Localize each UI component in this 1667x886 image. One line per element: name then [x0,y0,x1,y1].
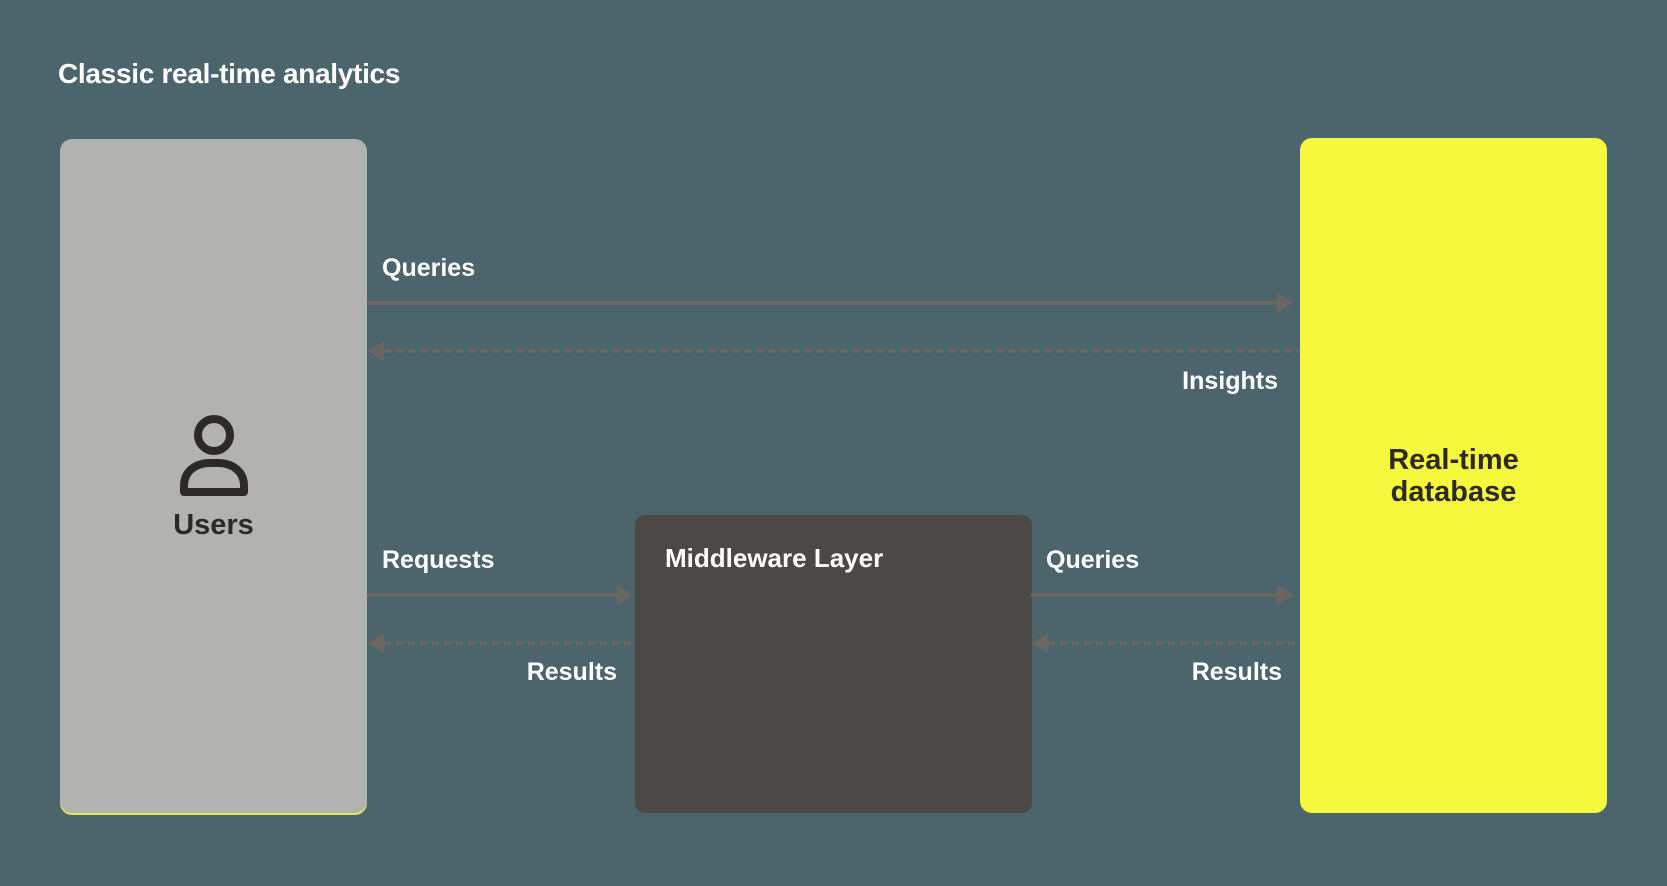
arrow-middleware-to-users [384,641,635,645]
database-label: Real-time database [1388,443,1519,508]
arrowhead-left-icon [368,341,384,361]
arrow-users-to-middleware [367,593,617,597]
flow-label-queries-right: Queries [1046,546,1140,574]
flow-label-queries-top: Queries [382,254,476,282]
node-users: Users [60,139,367,813]
arrow-middleware-to-database [1031,593,1277,597]
node-middleware: Middleware Layer [635,515,1032,813]
middleware-label: Middleware Layer [665,543,884,573]
arrow-database-to-users [384,349,1300,353]
flow-label-requests: Requests [382,546,495,574]
flow-label-results-left: Results [526,658,617,686]
flow-label-results-right: Results [1191,658,1282,686]
arrowhead-right-icon [1277,293,1293,313]
arrowhead-left-icon [1032,633,1048,653]
node-database: Real-time database [1300,138,1607,813]
page-title: Classic real-time analytics [58,58,401,89]
users-label: Users [173,508,254,541]
user-icon [179,414,248,496]
flow-label-insights: Insights [1182,367,1278,395]
arrow-users-to-database [367,301,1277,305]
arrowhead-right-icon [617,585,633,605]
arrow-database-to-middleware [1048,641,1300,645]
arrowhead-right-icon [1277,585,1293,605]
arrowhead-left-icon [368,633,384,653]
